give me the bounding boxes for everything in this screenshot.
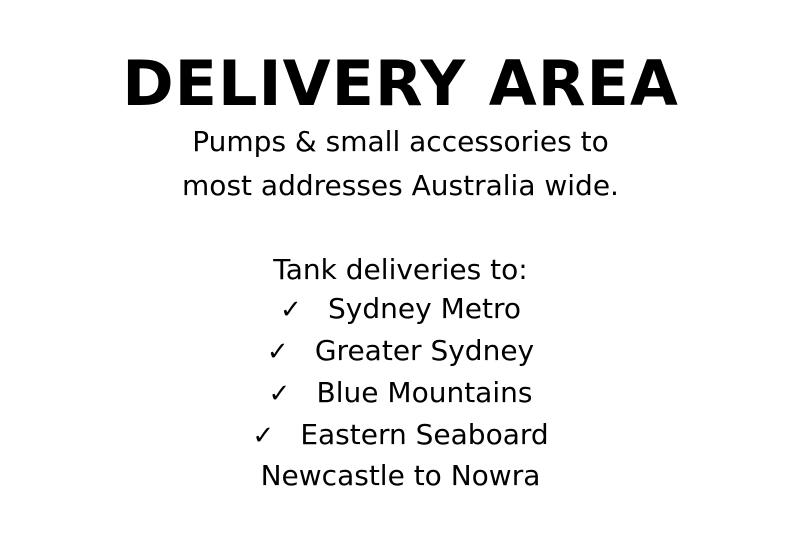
- check-icon: ✓: [252, 421, 275, 451]
- intro-line-2: most addresses Australia wide.: [182, 169, 619, 202]
- list-item-eastern-seaboard: ✓ Eastern Seaboard: [0, 415, 801, 456]
- list-item-label: Blue Mountains: [316, 376, 533, 409]
- list-item-label: Sydney Metro: [328, 292, 521, 325]
- check-icon: ✓: [280, 295, 302, 325]
- list-item-label: Greater Sydney: [314, 334, 535, 367]
- list-item-sydney-metro: ✓ Sydney Metro: [0, 289, 801, 330]
- intro-line-1: Pumps & small accessories to: [192, 125, 609, 158]
- tank-deliveries-title: Tank deliveries to:: [273, 253, 528, 286]
- check-icon: ✓: [268, 379, 291, 409]
- eastern-seaboard-note: Newcastle to Nowra: [260, 459, 541, 492]
- list-item-greater-sydney: ✓ Greater Sydney: [0, 331, 801, 372]
- page-title: DELIVERY AREA: [122, 47, 679, 120]
- list-item-blue-mountains: ✓ Blue Mountains: [0, 373, 801, 414]
- list-item-label: Eastern Seaboard: [300, 418, 549, 451]
- check-icon: ✓: [266, 337, 289, 367]
